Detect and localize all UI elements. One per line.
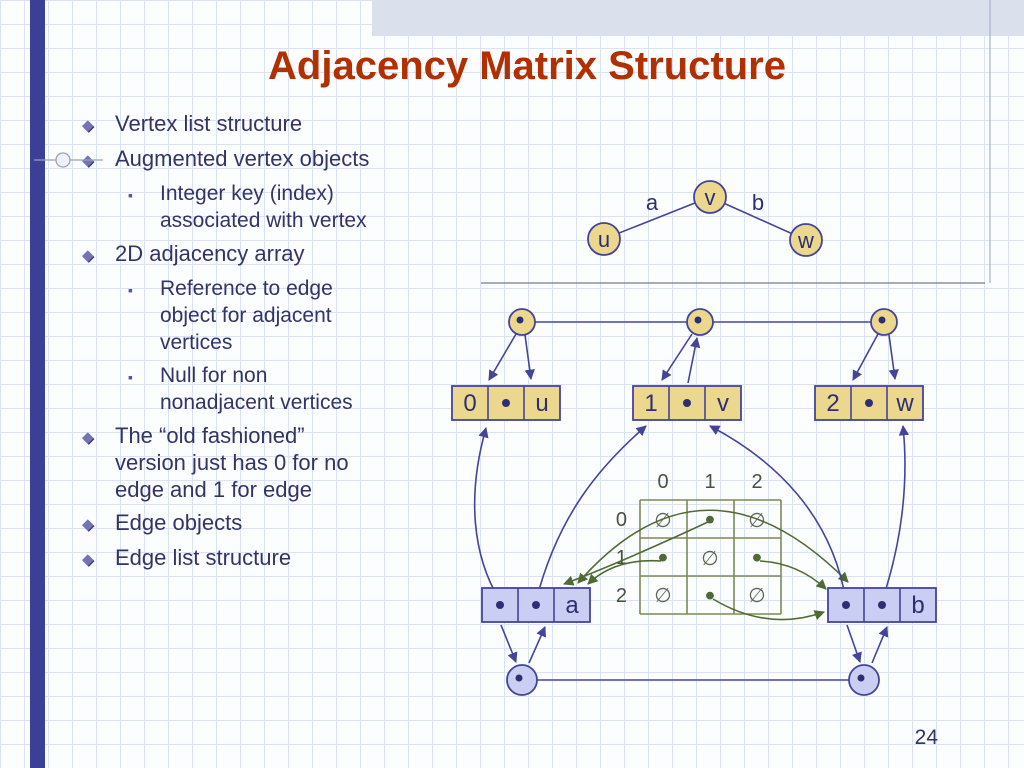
bullet-item: ◆ The “old fashioned” version just has 0… — [82, 422, 442, 503]
diamond-bullet-icon: ◆ — [82, 516, 94, 533]
diamond-bullet-icon: ◆ — [82, 152, 94, 169]
bullet-text: Edge objects — [115, 510, 243, 535]
diamond-bullet-icon: ◆ — [82, 247, 94, 264]
bullet-item: ◆ 2D adjacency array — [82, 240, 442, 269]
square-bullet-icon: ▪ — [128, 369, 133, 385]
square-bullet-icon: ▪ — [128, 187, 133, 203]
bullet-sub-item: ▪ Null for non nonadjacent vertices — [128, 362, 442, 416]
slide-title: Adjacency Matrix Structure — [268, 44, 786, 88]
diamond-bullet-icon: ◆ — [82, 551, 94, 568]
page-number: 24 — [914, 726, 938, 749]
top-band — [372, 0, 1024, 36]
bullet-text: Integer key (index) associated with vert… — [160, 182, 367, 232]
bullet-item: ◆ Edge objects — [82, 509, 442, 538]
bullet-text: Edge list structure — [115, 545, 292, 570]
bullet-item: ◆ Augmented vertex objects — [82, 145, 442, 174]
bullet-text: The “old fashioned” version just has 0 f… — [115, 423, 349, 502]
bullet-text: Null for non nonadjacent vertices — [160, 364, 353, 414]
bullet-item: ◆ Edge list structure — [82, 544, 442, 573]
bullet-sub-item: ▪ Reference to edge object for adjacent … — [128, 275, 442, 356]
bullet-text: Reference to edge object for adjacent ve… — [160, 277, 333, 354]
bullet-text: 2D adjacency array — [115, 241, 305, 266]
diamond-bullet-icon: ◆ — [82, 429, 94, 446]
square-bullet-icon: ▪ — [128, 282, 133, 298]
bullet-text: Vertex list structure — [115, 111, 303, 136]
diamond-bullet-icon: ◆ — [82, 117, 94, 134]
bullet-item: ◆ Vertex list structure — [82, 110, 442, 139]
left-accent-bar — [30, 0, 45, 768]
bullet-list: ◆ Vertex list structure ◆ Augmented vert… — [82, 110, 442, 579]
bullet-text: Augmented vertex objects — [115, 146, 370, 171]
bullet-sub-item: ▪ Integer key (index) associated with ve… — [128, 180, 442, 234]
